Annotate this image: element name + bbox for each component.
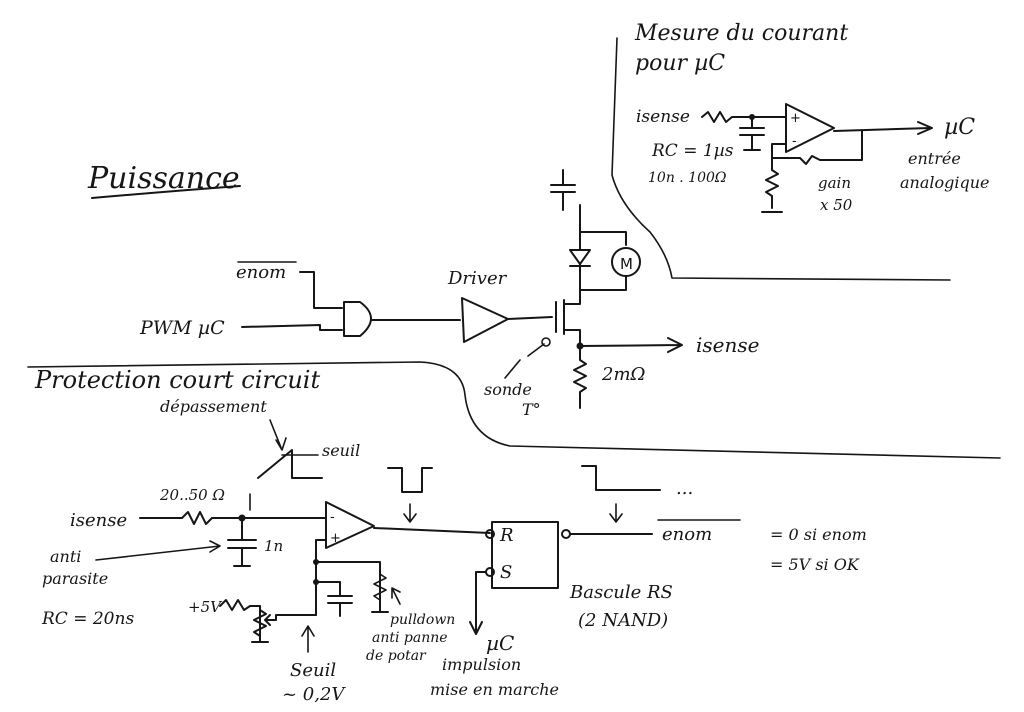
rs-r-pin-label: R <box>499 525 514 546</box>
and-gate <box>343 301 372 337</box>
protection-capacitor <box>227 517 257 567</box>
rs-s-pin-label: S <box>500 562 512 583</box>
supply-capacitor <box>550 169 576 211</box>
protection-section-border <box>27 361 1001 459</box>
supply-line <box>579 204 627 246</box>
potentiometer-ground <box>251 635 269 643</box>
rs-r-input <box>485 529 495 539</box>
comparator-plus: + <box>330 531 341 546</box>
bascule-label: Bascule RS <box>569 582 673 603</box>
shunt-resistor <box>573 345 587 409</box>
parasite-label: parasite <box>42 569 108 588</box>
puissance-title: Puissance <box>87 161 240 196</box>
mesure-opamp-plus: + <box>790 111 801 126</box>
mesure-input-resistor <box>701 111 787 123</box>
sonde-t-label: T° <box>522 400 541 419</box>
comparator-ref-wire <box>315 539 327 616</box>
anti-panne-label: anti panne <box>372 630 448 646</box>
mesure-capacitor <box>739 116 765 151</box>
motor-label: M <box>620 255 633 273</box>
mesure-opamp <box>785 103 835 153</box>
pulldown-label: pulldown <box>390 612 455 628</box>
enom-out-wave-dots: ... <box>676 478 693 499</box>
potentiometer-wiper <box>264 614 317 626</box>
anti-label: anti <box>50 547 81 566</box>
start-uc-label: µC <box>486 631 514 655</box>
ref-to-pulldown-wire <box>315 561 389 613</box>
seuil-wave-label: seuil <box>322 441 360 460</box>
mesure-uc-label: µC <box>944 115 975 140</box>
mise-en-marche-label: mise en marche <box>430 680 559 699</box>
supply-label: +5V <box>188 598 223 616</box>
reset-pulse-arrow <box>403 503 417 523</box>
de-potar-label: de potar <box>366 648 427 664</box>
ref-capacitor <box>315 581 353 617</box>
isense-label-out: isense <box>696 333 759 357</box>
protection-rc-label: RC = 20ns <box>41 609 134 629</box>
mesure-rc-label: RC = 1µs <box>651 141 734 161</box>
driver-buffer <box>461 297 509 343</box>
mesure-gain-label: gain <box>818 174 851 192</box>
puissance-title-underline <box>91 185 241 199</box>
mesure-entree-label: entrée <box>908 149 961 168</box>
pwm-label: PWM µC <box>139 317 225 339</box>
temp-probe-head <box>541 337 551 347</box>
pulldown-arrow <box>391 587 401 605</box>
mesure-analogique-label: analogique <box>900 173 990 192</box>
seuil-value-label: ~ 0,2V <box>282 684 346 705</box>
temp-probe <box>504 343 545 379</box>
depassement-arrow <box>269 419 287 451</box>
mesure-title-line2: pour µC <box>635 51 725 76</box>
mesure-ground-resistor <box>761 157 783 213</box>
enom-wire <box>299 271 343 309</box>
pulldown-resistor-zigzag <box>373 573 387 601</box>
comparator-minus: - <box>330 510 335 525</box>
reset-pulse-wave <box>387 467 433 493</box>
mesure-feedback <box>771 130 863 165</box>
protection-title: Protection court circuit <box>34 366 320 394</box>
enom-label-top: enom <box>236 262 286 283</box>
enom-out-label: enom <box>662 524 712 545</box>
protection-r-value: 20..50 Ω <box>159 486 225 504</box>
depassement-label: dépassement <box>160 397 267 416</box>
comparator-to-r-wire <box>373 527 491 534</box>
protection-input-resistor <box>139 511 327 525</box>
seuil-label: Seuil <box>290 660 336 681</box>
mosfet-source <box>563 329 581 347</box>
protection-comparator <box>325 501 375 549</box>
mesure-gain-value: x 50 <box>820 196 853 214</box>
protection-isense-label: isense <box>70 510 127 531</box>
mesure-isense-label: isense <box>636 107 690 127</box>
driver-to-gate-wire <box>507 316 553 320</box>
enom-out-wave <box>581 465 661 491</box>
shunt-label: 2mΩ <box>601 364 646 385</box>
seuil-arrow <box>301 625 315 653</box>
mesure-section-border <box>611 37 951 281</box>
motor-return <box>579 275 627 291</box>
mosfet-drain <box>563 277 581 305</box>
overshoot-wave <box>257 449 323 479</box>
rs-output-inverter <box>561 529 571 539</box>
mesure-rc-values: 10n . 100Ω <box>648 170 727 186</box>
pwm-wire <box>241 324 343 331</box>
isense-wire <box>579 337 683 353</box>
start-pulse-wire <box>469 571 487 635</box>
mesure-opamp-minus: - <box>792 134 797 149</box>
freewheel-diode <box>569 231 591 279</box>
potentiometer-body <box>253 609 267 637</box>
bascule-nand-label: (2 NAND) <box>578 610 668 631</box>
enom-note-line2: = 5V si OK <box>770 555 860 574</box>
enom-note-line1: = 0 si enom <box>770 525 867 544</box>
supply-resistor <box>219 599 261 637</box>
protection-cap-value: 1n <box>264 537 283 555</box>
sonde-label: sonde <box>484 380 532 399</box>
driver-label: Driver <box>447 268 508 289</box>
enom-out-arrow <box>609 503 623 523</box>
rs-flipflop-box <box>491 521 559 589</box>
impulsion-label: impulsion <box>442 655 521 674</box>
mesure-title-line1: Mesure du courant <box>634 21 848 46</box>
anti-parasite-arrow <box>95 540 221 561</box>
mesure-output-wire <box>833 121 933 135</box>
